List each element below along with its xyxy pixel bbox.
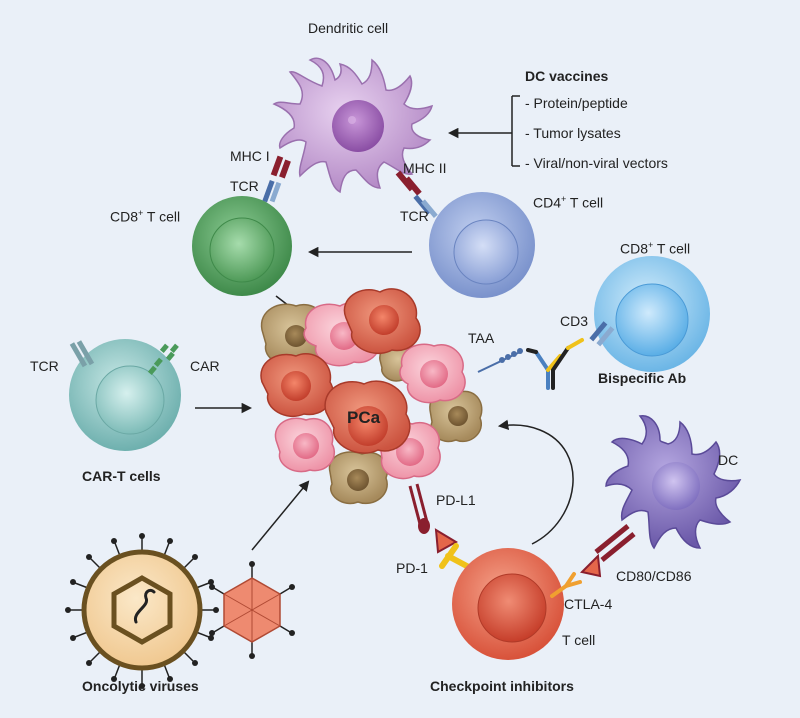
cd8-t-cell-blue xyxy=(594,256,710,372)
dendritic-cell-right xyxy=(605,415,742,550)
arrow-virus-to-tumor xyxy=(251,480,310,551)
label-mhc2: MHC II xyxy=(403,160,447,176)
pd-l1-ligand xyxy=(408,483,458,554)
label-checkpoint-inhibitors: Checkpoint inhibitors xyxy=(430,678,574,694)
ctla4-receptor xyxy=(550,572,582,598)
taa-antigen xyxy=(477,348,523,373)
cd3-receptor xyxy=(589,321,615,347)
label-tcr-cd8: TCR xyxy=(230,178,259,194)
label-oncolytic-viruses: Oncolytic viruses xyxy=(82,678,199,694)
label-bispecific-ab: Bispecific Ab xyxy=(598,370,687,386)
tumor-cluster xyxy=(260,288,483,505)
label-cd3: CD3 xyxy=(560,313,589,329)
bispecific-antibody xyxy=(526,338,584,390)
oncolytic-virus-hex xyxy=(209,561,295,659)
label-cd80-cd86: CD80/CD86 xyxy=(616,568,692,584)
label-car-t-cells: CAR-T cells xyxy=(82,468,161,484)
label-dc-right: DC xyxy=(718,452,739,468)
label-pd-1: PD-1 xyxy=(396,560,428,576)
label-cd4-t-cell: CD4+ T cell xyxy=(533,194,604,211)
label-car: CAR xyxy=(190,358,220,374)
label-dc-vaccines-title: DC vaccines xyxy=(525,68,609,84)
car-t-tcr xyxy=(69,340,95,368)
label-t-cell: T cell xyxy=(562,632,596,648)
label-dendritic-cell: Dendritic cell xyxy=(308,20,389,36)
tumor-cell-red xyxy=(260,288,421,454)
dendritic-cell xyxy=(272,57,434,194)
cd8-t-cell-green xyxy=(192,196,292,296)
label-cd8-t-cell-right: CD8+ T cell xyxy=(620,240,691,257)
label-pd-l1: PD-L1 xyxy=(436,492,476,508)
cd4-t-cell xyxy=(429,192,535,298)
label-taa: TAA xyxy=(468,330,495,346)
oncolytic-virus-round xyxy=(65,533,219,689)
label-cd8-t-cell-left: CD8+ T cell xyxy=(110,208,181,225)
label-ctla-4: CTLA-4 xyxy=(564,596,613,612)
car-receptor xyxy=(147,343,179,375)
label-pca: PCa xyxy=(347,408,381,427)
mhc2-tcr-complex xyxy=(395,170,438,218)
label-tcr-cd4: TCR xyxy=(400,208,429,224)
label-dc-vaccines-item: - Protein/peptide xyxy=(525,95,628,111)
label-tcr-car-t: TCR xyxy=(30,358,59,374)
checkpoint-t-cell xyxy=(452,548,564,660)
label-dc-vaccines-item: - Tumor lysates xyxy=(525,125,621,141)
label-mhc1: MHC I xyxy=(230,148,270,164)
cd80-cd86-ligand xyxy=(580,524,636,578)
mhc1-tcr-complex xyxy=(262,155,291,203)
dc-vaccines-bracket xyxy=(447,95,520,167)
arrow-checkpoint-to-tumor xyxy=(497,419,574,545)
label-dc-vaccines-item: - Viral/non-viral vectors xyxy=(525,155,668,171)
